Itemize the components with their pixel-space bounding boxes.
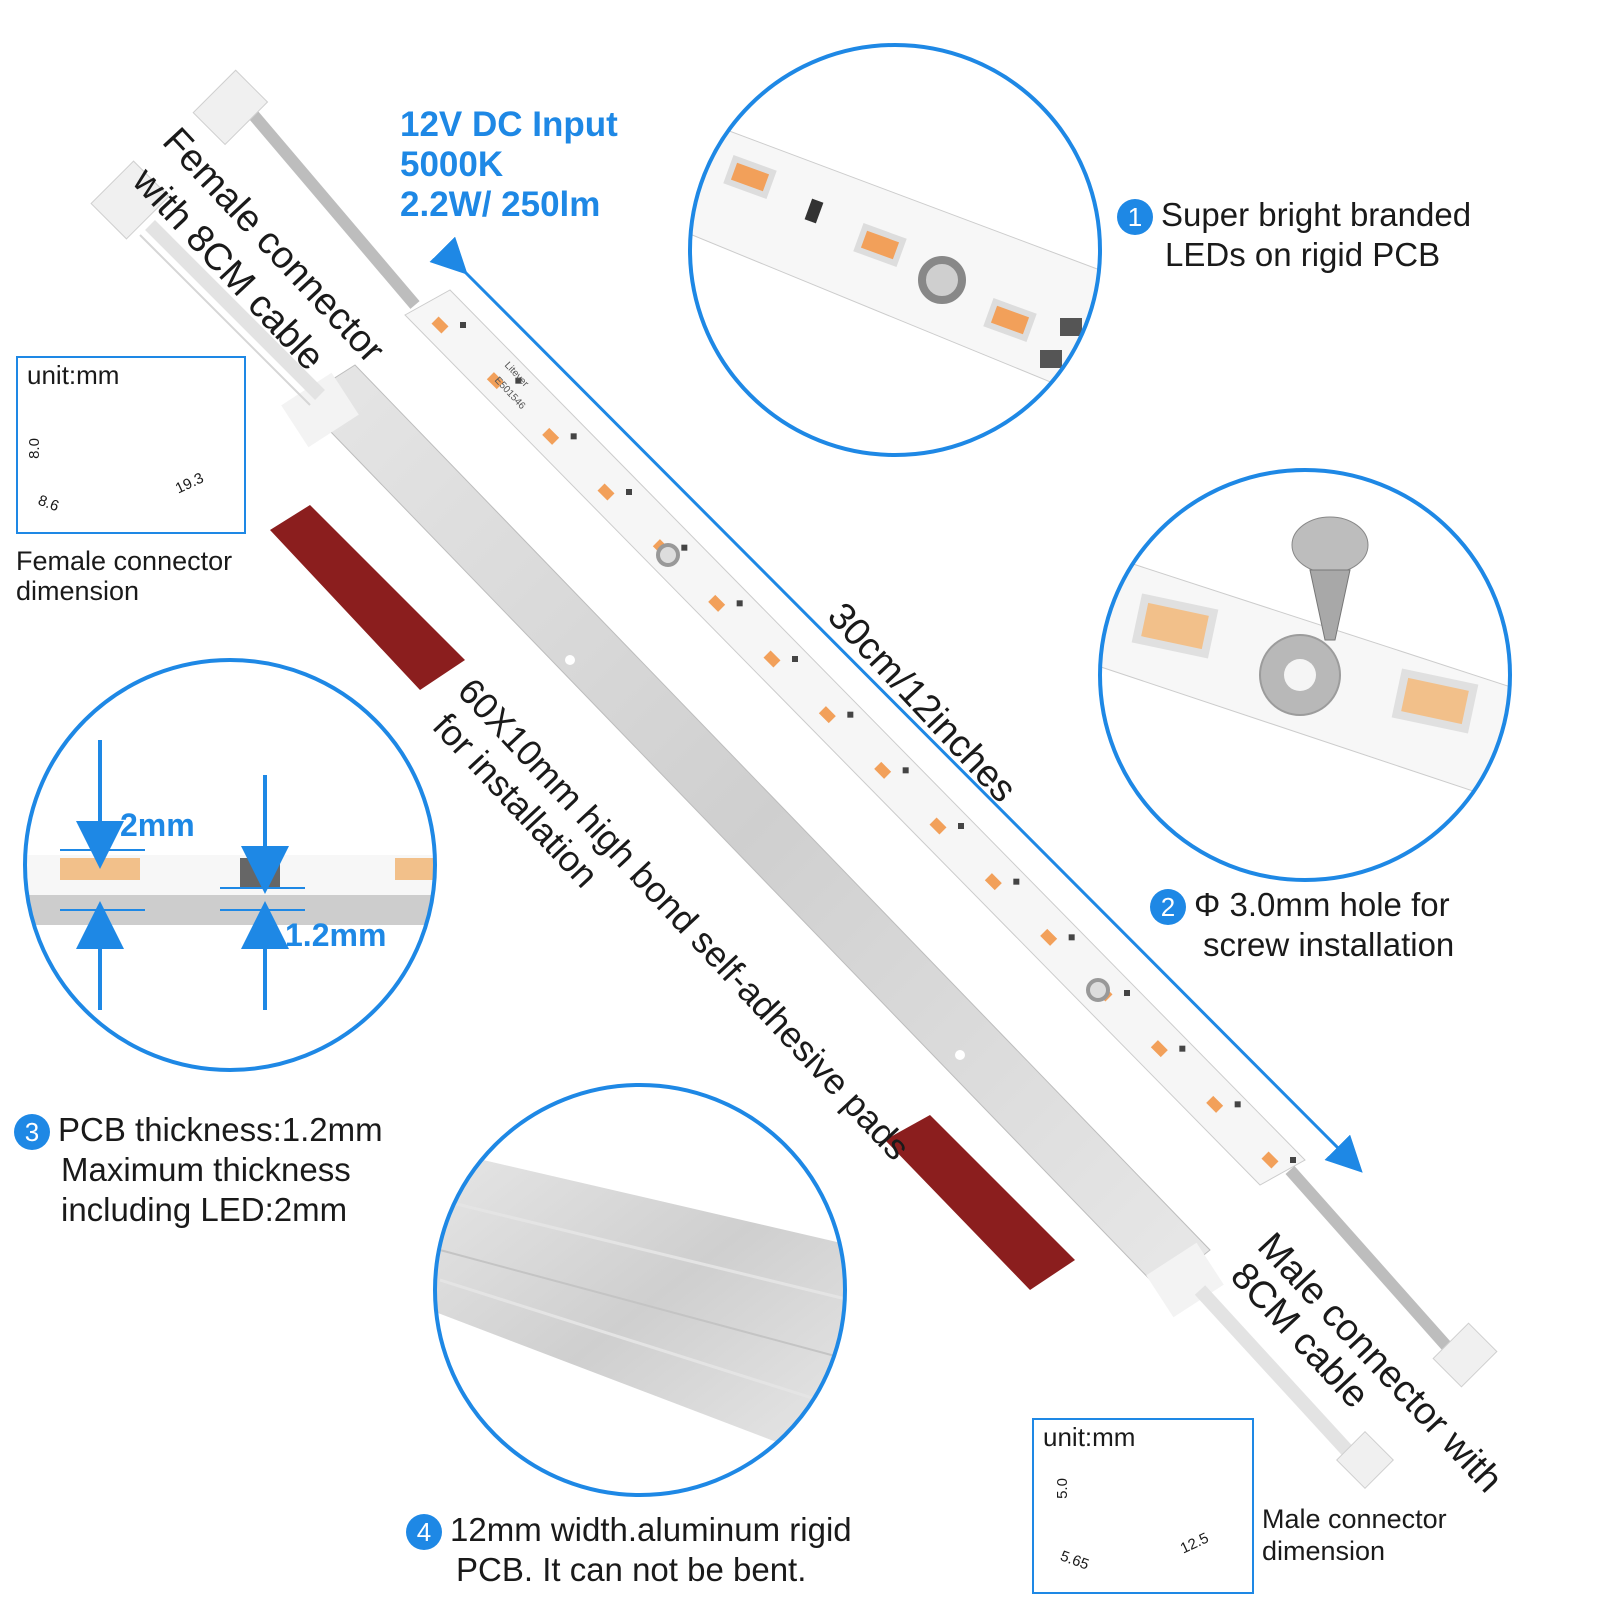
resistor-chip	[792, 656, 798, 662]
resistor-chip	[1013, 878, 1020, 885]
resistor-chip	[902, 767, 909, 774]
male-unit-label: unit:mm	[1043, 1422, 1136, 1452]
detail-circle-screw	[1098, 468, 1512, 882]
mount-hole	[565, 655, 575, 665]
feature-2-line2: screw installation	[1203, 926, 1455, 963]
feature-1-line1: Super bright branded	[1161, 196, 1472, 233]
screw-hole	[1086, 978, 1110, 1002]
resistor-chip	[460, 322, 466, 328]
detail-circle-leds	[688, 43, 1102, 457]
spec-power: 2.2W/ 250lm	[400, 185, 601, 224]
male-dimension-caption-1: Male connector	[1262, 1504, 1447, 1534]
resistor-chip	[1234, 1101, 1241, 1108]
resistor-chip	[570, 433, 577, 440]
feature-number-badge: 3	[14, 1114, 50, 1151]
detail-circle-thickness	[23, 658, 437, 1072]
screw-hole	[656, 543, 680, 567]
resistor-chip	[1124, 990, 1130, 996]
male-connector	[1336, 1431, 1394, 1489]
resistor-chip	[958, 823, 964, 829]
feature-number-badge: 2	[1150, 889, 1186, 926]
spec-input: 12V DC Input	[400, 105, 618, 144]
female-dimension-caption-1: Female connector	[16, 546, 233, 576]
aluminum-strip-back	[281, 364, 1224, 1318]
spec-color-temp: 5000K	[400, 145, 504, 184]
male-dimension-box	[1032, 1418, 1254, 1594]
feature-1-line2: LEDs on rigid PCB	[1165, 236, 1441, 273]
feature-4-line2: PCB. It can not be bent.	[456, 1551, 807, 1588]
female-dimension-box	[16, 356, 246, 534]
thickness-pcb-label: 1.2mm	[285, 917, 387, 953]
male-dim-height: 5.0	[1053, 1478, 1071, 1499]
strip-connector	[1432, 1322, 1498, 1388]
resistor-chip	[626, 489, 632, 495]
resistor-chip	[1290, 1157, 1296, 1163]
end-cap	[281, 372, 359, 448]
resistor-chip	[736, 600, 743, 607]
resistor-chip	[847, 711, 854, 718]
adhesive-pad	[270, 505, 465, 690]
male-cable-back	[1194, 1285, 1394, 1489]
length-arrow	[429, 236, 1363, 1173]
female-cable	[90, 160, 325, 406]
feature-number-badge: 1	[1117, 199, 1153, 236]
resistor-chip	[681, 544, 688, 551]
thickness-max-label: 2mm	[120, 807, 195, 843]
feature-3-line2: Maximum thickness	[61, 1151, 351, 1188]
female-unit-label: unit:mm	[27, 360, 120, 390]
feature-3-line1: PCB thickness:1.2mm	[58, 1111, 383, 1148]
feature-number-badge: 4	[406, 1514, 442, 1551]
mount-hole	[955, 1050, 965, 1060]
feature-4-line1: 12mm width.aluminum rigid	[450, 1511, 852, 1548]
feature-2-line1: Φ 3.0mm hole for	[1194, 886, 1450, 923]
female-dim-height: 8.0	[25, 438, 43, 459]
resistor-chip	[1179, 1045, 1186, 1052]
strip-connector	[192, 69, 269, 146]
detail-circle-aluminum	[433, 1083, 847, 1497]
male-dimension-caption-2: dimension	[1262, 1536, 1386, 1566]
female-dimension-caption-2: dimension	[16, 576, 140, 606]
female-connector	[90, 160, 170, 240]
end-cap	[1146, 1242, 1224, 1318]
feature-3-line3: including LED:2mm	[61, 1191, 348, 1228]
resistor-chip	[1068, 934, 1075, 941]
